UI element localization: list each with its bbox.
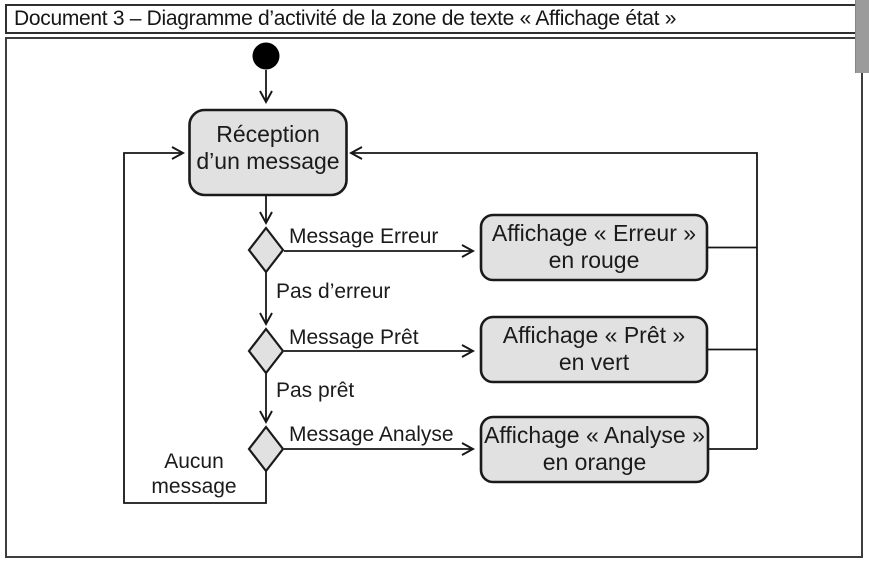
activity-diagram: Réception d’un message Message Erreur Pa… [123, 42, 758, 504]
action-analyse-line2: en orange [543, 449, 647, 475]
action-pret-line1: Affichage « Prêt » [503, 322, 685, 348]
action-pret-line2: en vert [559, 349, 630, 375]
guard-aucun-message-line1: Aucun [164, 450, 224, 473]
document-title-bar: Document 3 – Diagramme d’activité de la … [5, 4, 858, 34]
reception-node [188, 108, 348, 197]
guard-pas-derreur: Pas d’erreur [276, 280, 390, 303]
action-analyse-line1: Affichage « Analyse » [484, 422, 705, 448]
initial-node [252, 42, 280, 70]
reception-label-line1: Réception [216, 121, 320, 147]
action-erreur-line1: Affichage « Erreur » [492, 220, 696, 246]
decision-analyse [247, 425, 285, 473]
reception-label-line2: d’un message [196, 148, 339, 174]
guard-message-analyse: Message Analyse [289, 423, 454, 446]
decision-pret [247, 327, 285, 375]
action-erreur-line2: en rouge [549, 247, 640, 273]
guard-message-pret: Message Prêt [289, 326, 419, 349]
flow-loop-aucun-message [123, 146, 267, 504]
guard-message-erreur: Message Erreur [289, 225, 438, 248]
action-node-pret [479, 315, 709, 384]
flow-return-to-reception [349, 146, 758, 449]
guard-aucun-message-line2: message [151, 475, 236, 498]
action-node-erreur [479, 213, 709, 282]
document-title: Document 3 – Diagramme d’activité de la … [14, 7, 677, 30]
guard-pas-pret: Pas prêt [276, 379, 354, 402]
action-node-analyse [479, 415, 710, 484]
scrollbar-thumb[interactable] [855, 0, 869, 73]
decision-erreur [247, 226, 285, 274]
diagram-frame [5, 37, 863, 558]
